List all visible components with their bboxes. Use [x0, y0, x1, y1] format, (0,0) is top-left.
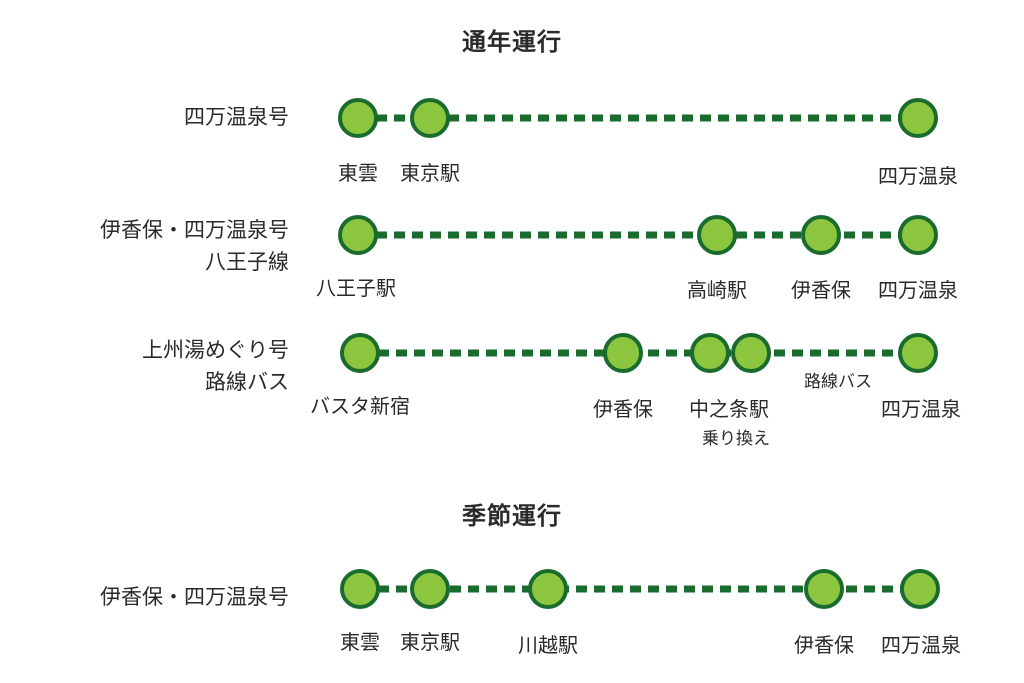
- route-name-ikaho-shima-hachioji: 伊香保・四万温泉号 八王子線: [100, 214, 289, 278]
- station-node: [697, 215, 737, 255]
- route-name-line: 路線バス: [205, 370, 289, 394]
- station-node: [804, 569, 844, 609]
- station-label: 東京駅: [400, 161, 460, 185]
- station-node: [410, 569, 450, 609]
- route-name-line: 伊香保・四万温泉号: [100, 218, 289, 242]
- route-1-nodes: [338, 215, 938, 255]
- station-node: [898, 215, 938, 255]
- station-label: 東雲: [338, 161, 378, 185]
- station-label: 四万温泉: [881, 397, 961, 421]
- section-title-year-round: 通年運行: [462, 28, 562, 56]
- station-label: 中之条駅: [689, 397, 769, 421]
- station-label: 四万温泉: [878, 164, 958, 188]
- route-name-line: 上州湯めぐり号: [142, 338, 289, 362]
- station-node: [690, 333, 730, 373]
- station-label: 東雲: [340, 630, 380, 654]
- station-node: [528, 569, 568, 609]
- station-label: 四万温泉: [878, 278, 958, 302]
- station-node: [801, 215, 841, 255]
- station-node: [338, 215, 378, 255]
- transfer-note: 乗り換え: [702, 429, 770, 449]
- route-0-nodes: [338, 98, 938, 138]
- station-node: [338, 98, 378, 138]
- station-label: 東京駅: [400, 630, 460, 654]
- station-label: バスタ新宿: [310, 394, 410, 418]
- station-node: [410, 98, 450, 138]
- route-name-line: 八王子線: [205, 250, 289, 274]
- station-label: 伊香保: [593, 397, 653, 421]
- station-node: [731, 333, 771, 373]
- route-2-nodes: [340, 333, 938, 373]
- station-node: [900, 569, 940, 609]
- station-node: [340, 333, 380, 373]
- station-label: 川越駅: [518, 633, 578, 657]
- station-label: 高崎駅: [687, 278, 747, 302]
- station-node: [898, 333, 938, 373]
- station-node: [898, 98, 938, 138]
- route-name-line: 伊香保・四万温泉号: [100, 585, 289, 609]
- route-name-joshu-yumeguri: 上州湯めぐり号 路線バス: [142, 334, 289, 398]
- station-node: [603, 333, 643, 373]
- section-title-seasonal: 季節運行: [462, 502, 562, 530]
- route-name-shima-onsen: 四万温泉号: [184, 101, 289, 133]
- station-label: 伊香保: [794, 633, 854, 657]
- route-name-ikaho-shima-seasonal: 伊香保・四万温泉号: [100, 581, 289, 613]
- route-3-nodes: [340, 569, 940, 609]
- route-name-line: 四万温泉号: [184, 105, 289, 129]
- station-label: 伊香保: [791, 278, 851, 302]
- station-label: 八王子駅: [316, 276, 396, 300]
- station-node: [340, 569, 380, 609]
- segment-label: 路線バス: [804, 372, 872, 392]
- station-label: 四万温泉: [881, 633, 961, 657]
